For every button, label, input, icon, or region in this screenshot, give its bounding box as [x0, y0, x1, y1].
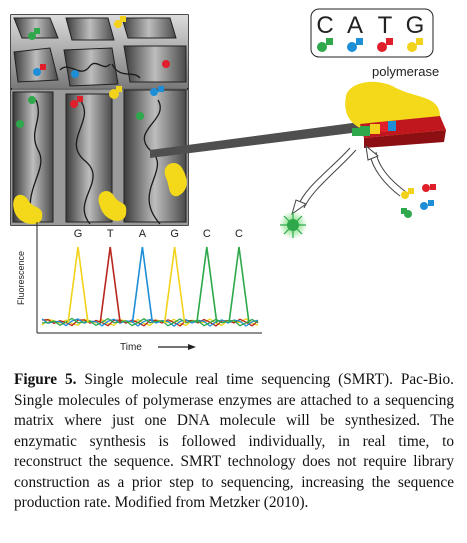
peak-1 — [67, 246, 89, 324]
time-arrowhead — [188, 344, 196, 350]
peak-label-2: T — [107, 228, 114, 240]
release-arrow — [291, 147, 357, 216]
fluorescence-chart: Fluorescence Time G T A G C C — [16, 222, 262, 353]
legend-nucleotide-c — [317, 42, 327, 52]
sequencing-matrix — [10, 14, 189, 226]
peak-2 — [99, 246, 121, 324]
figure-caption: Figure 5. Single molecule real time sequ… — [14, 370, 454, 514]
peak-label-5: C — [203, 228, 211, 240]
polymerase-label: polymerase — [372, 64, 439, 79]
matrix-polymerases — [13, 163, 187, 225]
peak-label-6: C — [235, 228, 243, 240]
peak-5 — [196, 246, 218, 324]
legend-nucleotide-t — [377, 42, 387, 52]
fluorescent-flash — [279, 211, 307, 239]
baseline-trace — [41, 318, 259, 327]
peak-label-4: G — [170, 228, 179, 240]
legend-letter-c: C — [316, 12, 333, 39]
legend-letter-g: G — [406, 12, 425, 39]
legend-phosphate-g — [416, 38, 423, 45]
baseline-trace — [41, 318, 259, 327]
incorporate-arrow — [365, 144, 407, 197]
peak-4 — [163, 246, 186, 324]
legend-letter-t: T — [378, 12, 393, 39]
caption-text: Single molecule real time sequencing (SM… — [14, 371, 454, 511]
peak-3 — [131, 246, 154, 324]
legend-nucleotide-g — [407, 42, 417, 52]
peak-label-3: A — [139, 228, 147, 240]
peak-label-1: G — [74, 228, 83, 240]
peak-6 — [228, 246, 250, 324]
legend-phosphate-c — [326, 38, 333, 45]
legend-phosphate-a — [356, 38, 363, 45]
caption-label: Figure 5. — [14, 371, 77, 388]
baseline-trace — [41, 317, 259, 327]
zoom-beam — [150, 122, 360, 158]
legend-letter-a: A — [347, 12, 363, 39]
baseline-trace — [41, 318, 259, 327]
legend-nucleotide-a — [347, 42, 357, 52]
polymerase-complex — [345, 81, 446, 148]
y-axis-label: Fluorescence — [16, 251, 26, 305]
free-nucleotides — [401, 184, 436, 218]
matrix-nucleotides — [16, 16, 170, 128]
legend-phosphate-t — [386, 38, 393, 45]
x-axis-label: Time — [120, 342, 142, 353]
